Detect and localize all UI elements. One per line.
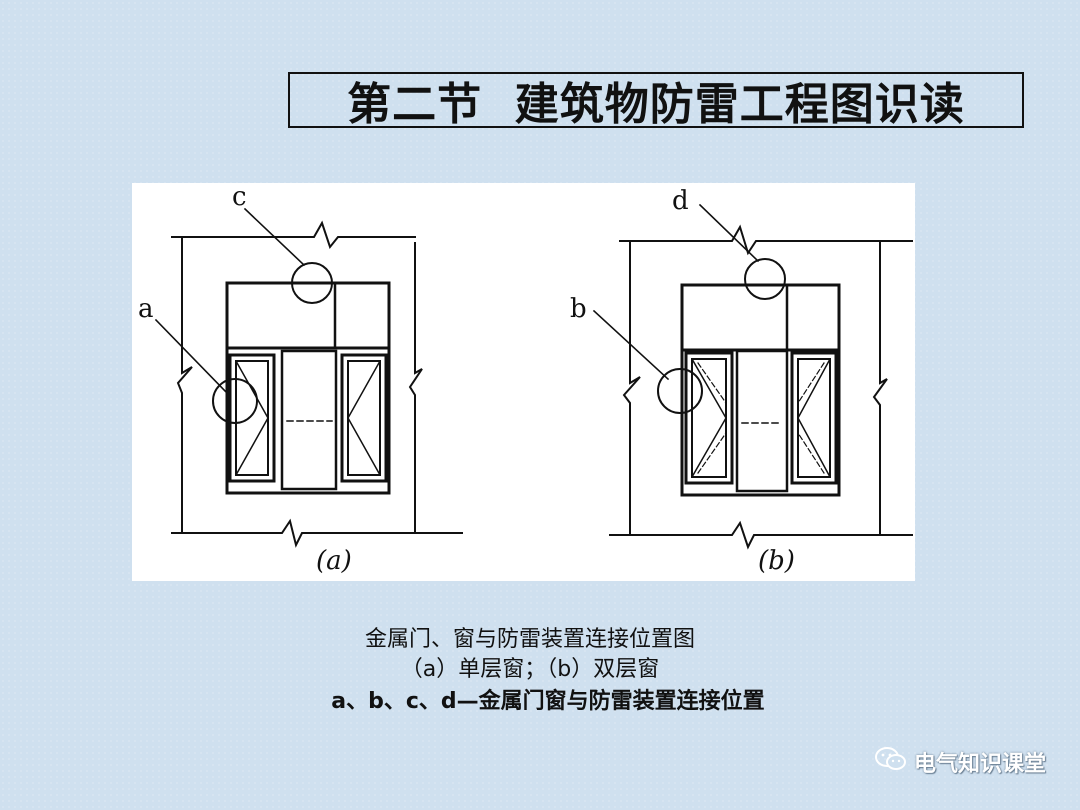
lightning-protection-figure: c a (a) d b (b)	[132, 183, 915, 581]
figure-svg: c a (a) d b (b)	[138, 183, 913, 576]
callout-c-label: c	[232, 183, 247, 212]
callout-b-label: b	[570, 294, 587, 324]
watermark-text: 电气知识课堂	[913, 752, 1046, 777]
caption-line-3: a、b、c、d—金属门窗与防雷装置连接位置	[331, 689, 765, 714]
diagram-a	[154, 207, 463, 548]
caption-line-2: （a）单层窗；（b）双层窗	[400, 657, 660, 682]
callout-a-label: a	[138, 294, 154, 324]
slide-title: 第二节 建筑物防雷工程图识读	[288, 72, 1024, 130]
caption-line-1: 金属门、窗与防雷装置连接位置图	[364, 627, 695, 652]
watermark: 电气知识课堂	[874, 747, 1046, 777]
wechat-icon	[874, 746, 908, 778]
panel-b-label: (b)	[758, 546, 795, 576]
panel-a-label: (a)	[316, 546, 352, 576]
callout-d-label: d	[672, 186, 689, 216]
diagram-b	[592, 203, 913, 550]
